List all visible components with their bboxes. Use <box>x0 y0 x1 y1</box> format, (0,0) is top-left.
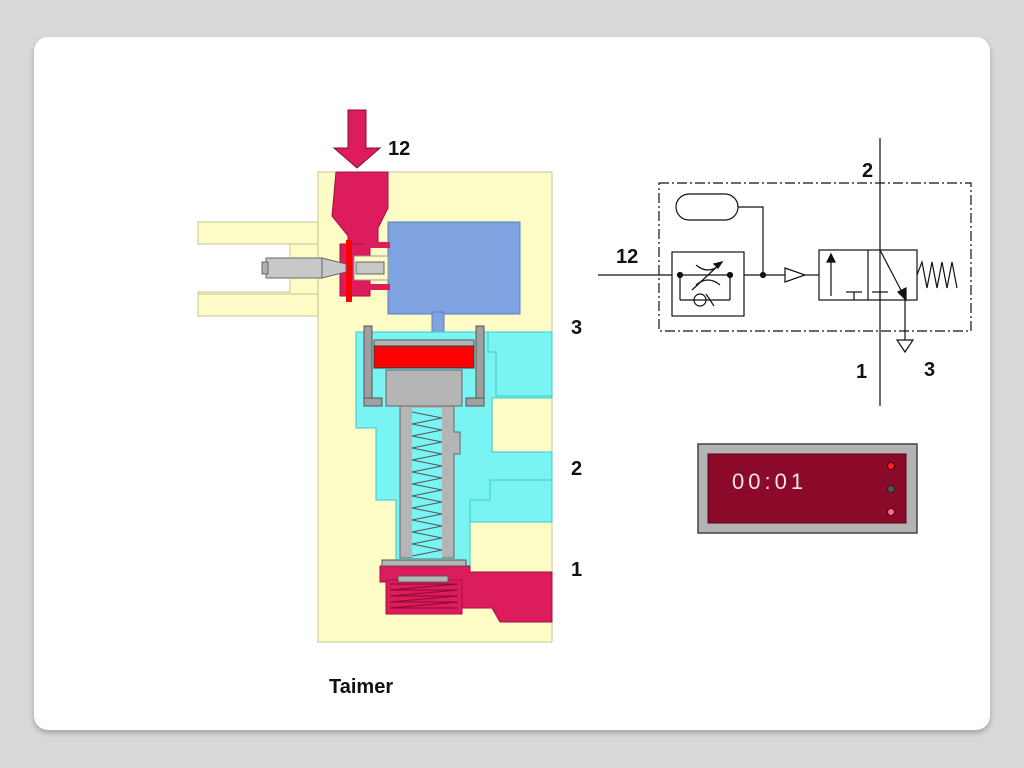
diagram-caption: Taimer <box>329 676 394 698</box>
pilot-chamber <box>387 221 521 315</box>
piston-head <box>373 339 475 347</box>
pilot-signal-arrow <box>332 109 382 169</box>
piston-seal <box>373 345 475 369</box>
port-label-12: 12 <box>388 138 410 160</box>
piston-cup-right <box>475 325 485 407</box>
flow-control-symbol <box>671 251 745 317</box>
adjusting-screw <box>265 257 323 279</box>
air-reservoir <box>675 193 739 221</box>
port-label-3: 3 <box>571 317 582 339</box>
return-spring <box>411 411 443 557</box>
pneumatic-symbol <box>598 138 972 406</box>
port-label-1: 1 <box>571 559 582 581</box>
symbol-port-label-3: 3 <box>924 359 935 381</box>
port-label-2: 2 <box>571 458 582 480</box>
symbol-port-label-2: 2 <box>862 160 873 182</box>
piston-cup-left <box>363 325 373 407</box>
spring-symbol <box>916 259 958 289</box>
symbol-port-label-12: 12 <box>616 246 638 268</box>
timer-led-top <box>887 462 895 470</box>
timer-led-middle <box>887 485 895 493</box>
symbol-enclosure <box>658 182 972 332</box>
valve-cross-section <box>197 109 553 643</box>
timer-led-bottom <box>887 508 895 516</box>
timer-readout: 00:01 <box>732 469 808 494</box>
timer-face <box>707 453 907 524</box>
timer-display <box>697 443 918 534</box>
symbol-port-label-1: 1 <box>856 361 867 383</box>
